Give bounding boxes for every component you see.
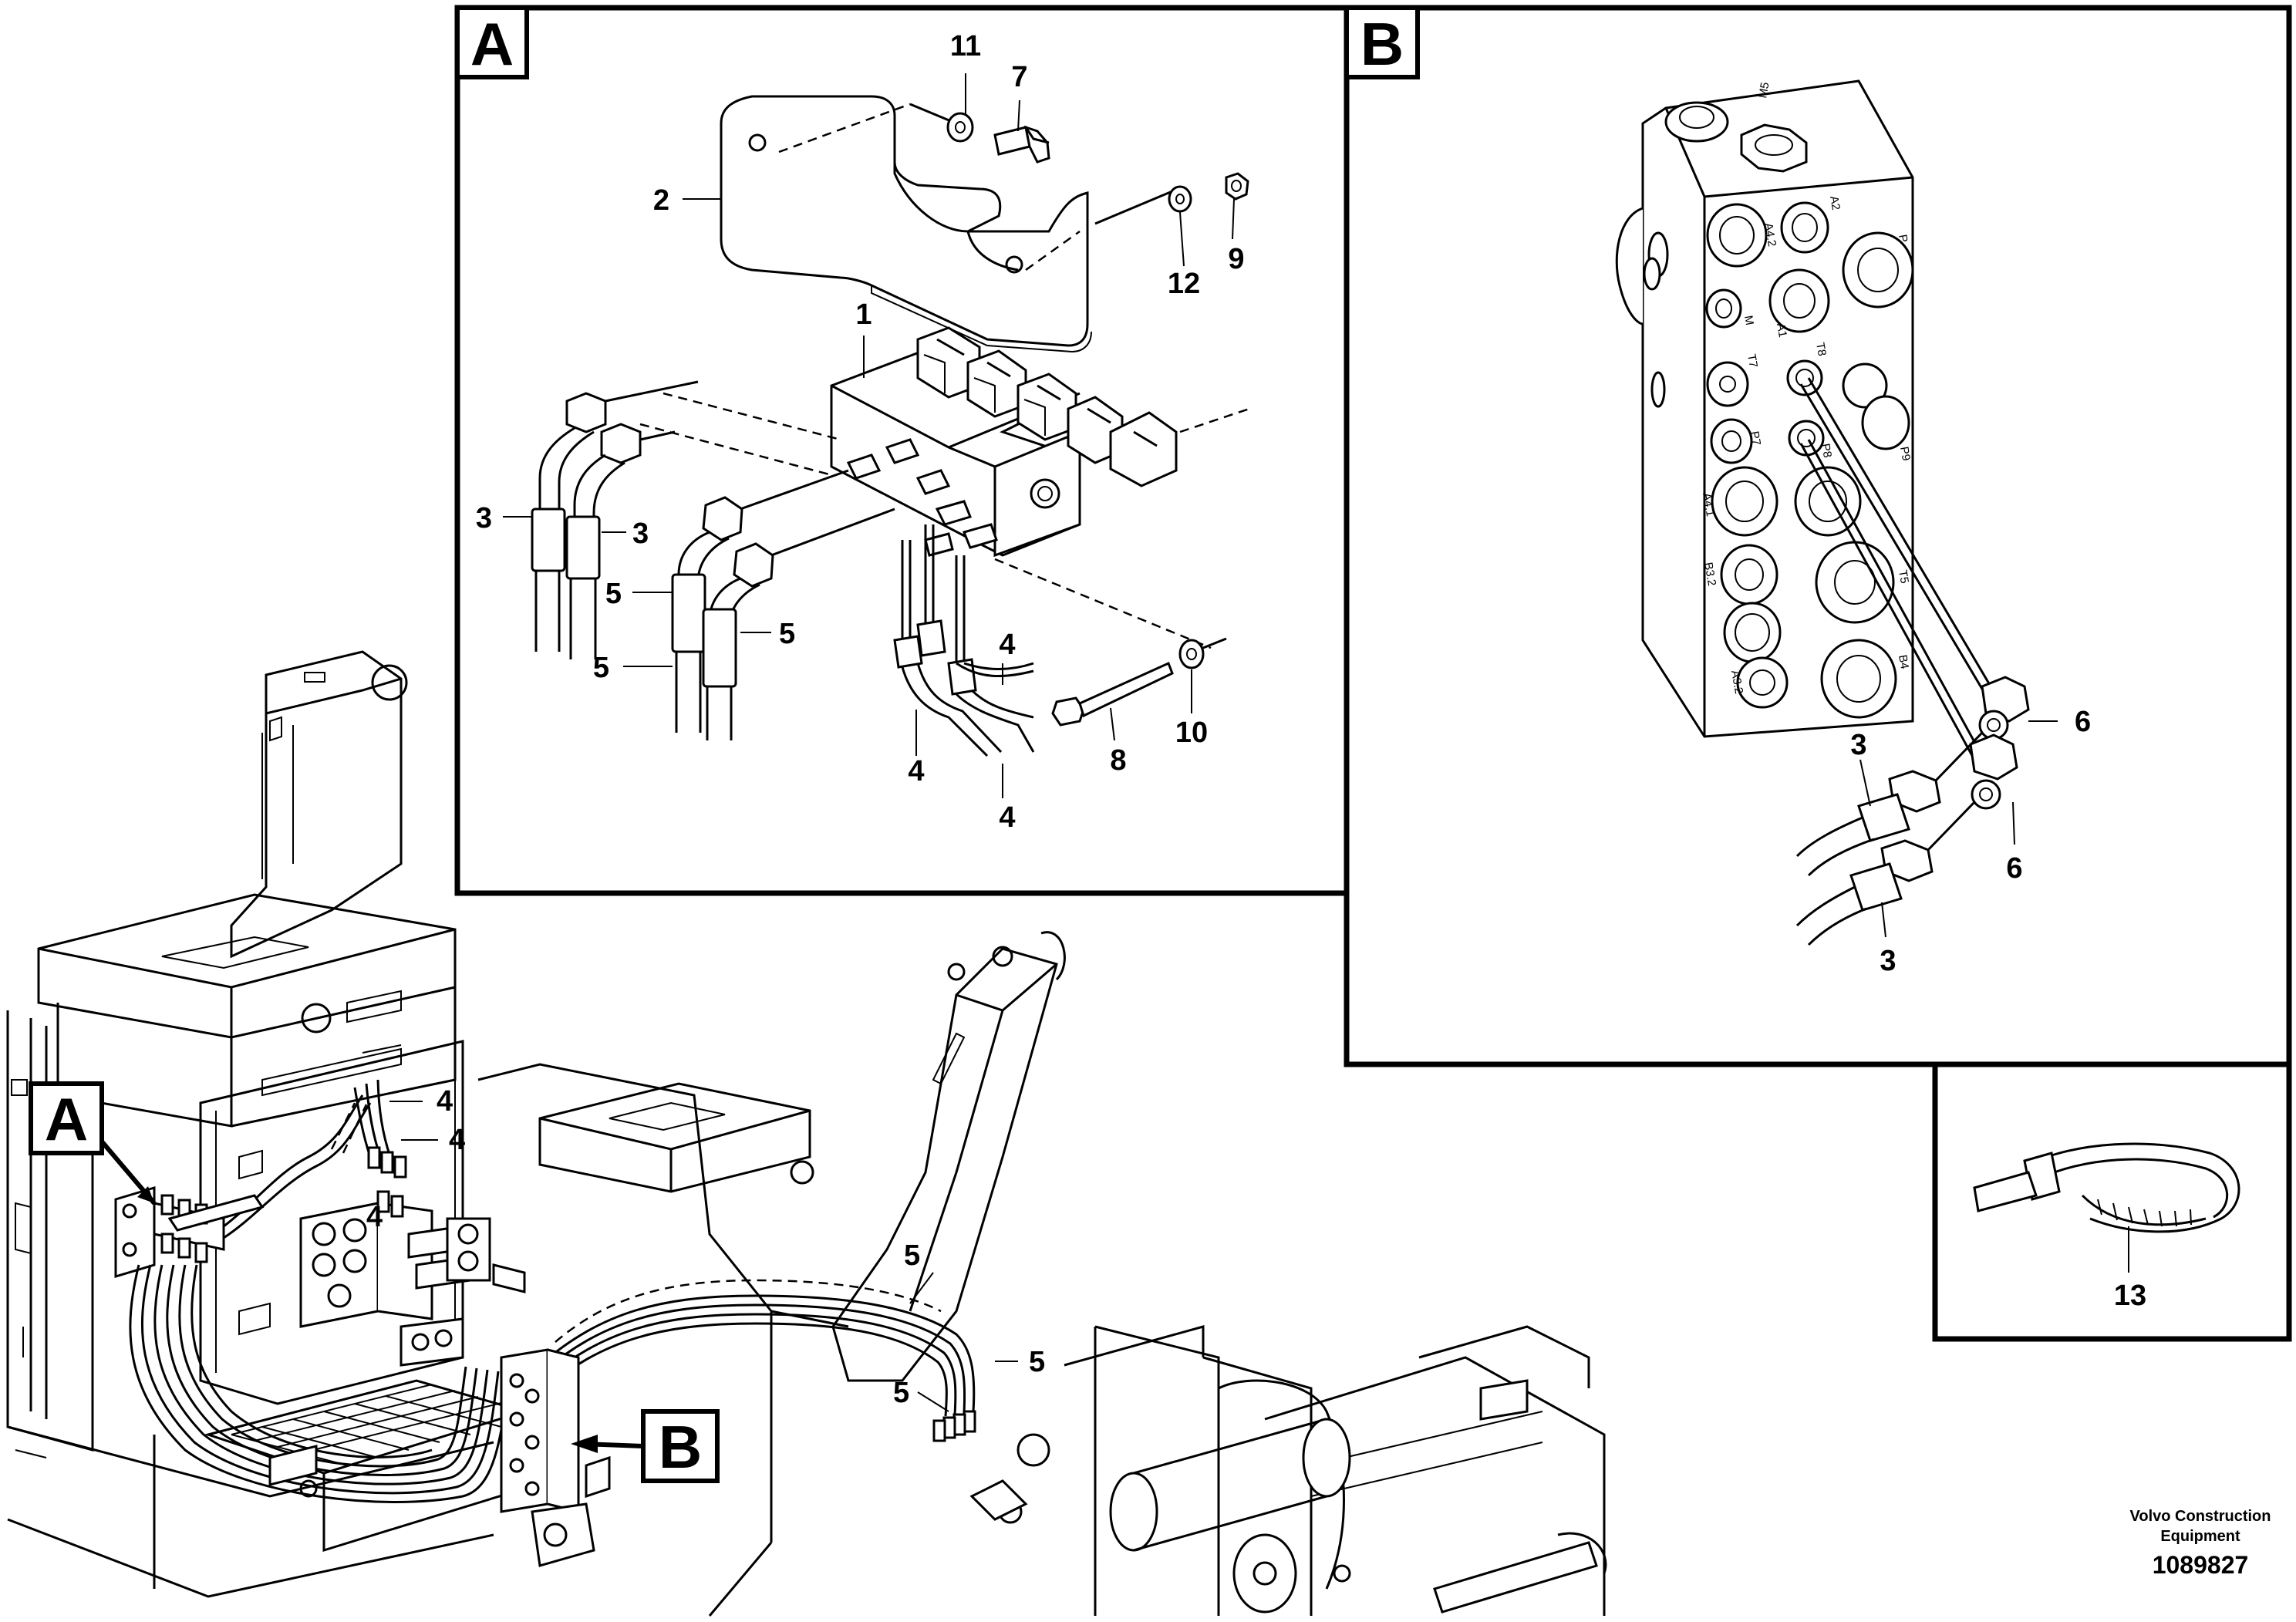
- callout-a-4a: 4: [999, 629, 1015, 661]
- callout-a-5c: 5: [593, 652, 609, 684]
- hoses-part-3: [531, 380, 699, 659]
- overview-callout-5b: 5: [1029, 1346, 1045, 1378]
- hoses-part-5: [671, 469, 895, 740]
- footer: Volvo Construction Equipment 1089827: [2130, 1508, 2271, 1579]
- port-label-t8: T8: [1813, 342, 1829, 357]
- callout-a-3b: 3: [632, 518, 649, 550]
- hoses-b-part-3: [1795, 731, 1984, 946]
- panel-b-label: B: [1360, 10, 1404, 78]
- port-label-t5: T5: [1896, 569, 1911, 585]
- bolt-part-8: [1051, 661, 1174, 727]
- callout-b-6b: 6: [2006, 852, 2022, 885]
- detail-panel-b: B: [1344, 5, 2292, 1067]
- overview-callout-4b: 4: [449, 1124, 465, 1156]
- callout-a-3a: 3: [476, 502, 492, 534]
- bracket-part-2: [720, 95, 1092, 353]
- overview-label-a-text: A: [45, 1085, 88, 1153]
- callout-b-3a: 3: [1850, 729, 1866, 761]
- port-label-p: P: [1896, 234, 1910, 244]
- port-label-b4: B4: [1896, 654, 1911, 670]
- callout-a-7: 7: [1011, 61, 1027, 93]
- callout-a-8: 8: [1110, 744, 1126, 777]
- overview-callout-4a: 4: [437, 1085, 453, 1118]
- callout-a-12: 12: [1168, 268, 1200, 300]
- cable-tie-part-13: [1973, 1142, 2240, 1233]
- overview-label-a: A: [29, 1081, 157, 1205]
- callout-a-1: 1: [855, 298, 872, 331]
- valve-block-part-1: [830, 326, 1178, 558]
- callout-b-6a: 6: [2075, 706, 2091, 738]
- port-labels: M5 A4.2 A2 P M A1 T8 T7 P7 P8 P9 A4.1 B3…: [1700, 81, 1913, 695]
- callout-a-4b: 4: [908, 755, 924, 787]
- detail-panel-a: A: [454, 5, 1350, 896]
- callout-a-4c: 4: [999, 801, 1015, 834]
- port-label-b32: B3.2: [1701, 561, 1718, 587]
- manifold-ports: [1705, 201, 1914, 719]
- port-label-a32: A3.2: [1728, 669, 1745, 695]
- overview-callouts: 4 4 4 5 5 5: [366, 1085, 1045, 1412]
- hoses-part-4: [893, 524, 1035, 757]
- callout-a-11: 11: [950, 30, 981, 62]
- overview-callout-4c: 4: [366, 1201, 383, 1233]
- callout-a-5b: 5: [779, 618, 795, 650]
- port-label-p9: P9: [1897, 446, 1913, 462]
- overview-label-b: B: [571, 1409, 720, 1483]
- callout-a-5a: 5: [605, 578, 622, 610]
- center-valve-cluster: [299, 1202, 526, 1367]
- port-label-p7: P7: [1748, 430, 1763, 447]
- port-label-a2: A2: [1827, 195, 1843, 211]
- port-label-a41: A4.1: [1700, 492, 1717, 518]
- footer-company-line1: Volvo Construction: [2130, 1508, 2271, 1525]
- overview-label-b-text: B: [659, 1413, 702, 1481]
- overview-hoses-5: [539, 1279, 976, 1442]
- port-label-m: M: [1741, 315, 1756, 326]
- callout-a-10: 10: [1175, 717, 1208, 749]
- bolt-part-7: [993, 125, 1050, 164]
- port-label-m5: M5: [1756, 81, 1772, 99]
- callout-c-13: 13: [2114, 1280, 2146, 1312]
- port-label-t7: T7: [1745, 353, 1760, 369]
- overview-callout-5c: 5: [893, 1377, 909, 1409]
- port-label-p8: P8: [1819, 443, 1834, 459]
- panel-a-label: A: [470, 10, 514, 78]
- callout-a-2: 2: [653, 184, 669, 217]
- detail-panel-cable-tie: 13: [1932, 1061, 2292, 1342]
- overview-b-valve: [500, 1348, 611, 1567]
- overview-machine: [6, 650, 1607, 1617]
- fittings-part-6: [1969, 676, 2030, 810]
- footer-company-line2: Equipment: [2160, 1528, 2240, 1545]
- callout-b-3b: 3: [1880, 945, 1896, 977]
- port-label-a42: A4.2: [1762, 222, 1778, 248]
- footer-part-number: 1089827: [2153, 1551, 2249, 1579]
- overview-right-cylinder: [1109, 1418, 1607, 1614]
- overview-callout-5a: 5: [904, 1239, 920, 1272]
- callout-a-9: 9: [1228, 243, 1244, 275]
- port-label-a1: A1: [1774, 322, 1789, 339]
- overview-a-bracket: [114, 1185, 225, 1279]
